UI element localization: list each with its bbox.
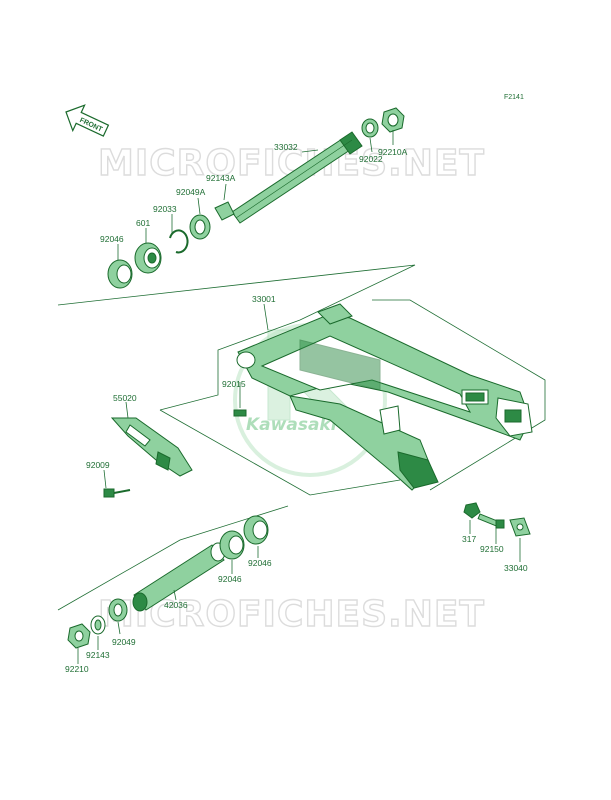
part-label-92033[interactable]: 92033 <box>153 204 177 214</box>
part-label-92143A[interactable]: 92143A <box>206 173 236 183</box>
part-label-92015[interactable]: 92015 <box>222 379 246 389</box>
nut-92210A <box>381 107 405 133</box>
needle-bearing-lower-a <box>219 530 245 560</box>
part-label-92143[interactable]: 92143 <box>86 650 110 660</box>
part-label-601[interactable]: 601 <box>136 218 150 228</box>
part-label-92009[interactable]: 92009 <box>86 460 110 470</box>
pivot-shaft-assembly <box>107 107 405 289</box>
part-label-33001[interactable]: 33001 <box>252 294 276 304</box>
part-label-92210A[interactable]: 92210A <box>378 147 408 157</box>
part-label-92049A[interactable]: 92049A <box>176 187 206 197</box>
part-label-42036[interactable]: 42036 <box>164 600 188 610</box>
circlip-92033 <box>169 229 189 254</box>
seal-92049A <box>189 214 211 240</box>
part-label-92046-top[interactable]: 92046 <box>100 234 124 244</box>
bearing-601 <box>134 242 162 274</box>
pivot-shaft <box>231 131 363 224</box>
part-label-92049[interactable]: 92049 <box>112 637 136 647</box>
washer-92022 <box>361 118 379 138</box>
collar-92143A <box>214 201 235 221</box>
collar-92143 <box>90 615 106 635</box>
swingarm <box>57 264 546 496</box>
seal-92049 <box>108 598 128 622</box>
sleeve-assembly <box>57 505 289 649</box>
part-label-92022[interactable]: 92022 <box>359 154 383 164</box>
part-label-317[interactable]: 317 <box>462 534 476 544</box>
needle-bearing-lower-b <box>243 515 269 545</box>
part-label-55020[interactable]: 55020 <box>113 393 137 403</box>
diagram-code: F2141 <box>504 94 524 101</box>
part-label-92046-right[interactable]: 92046 <box>248 558 272 568</box>
leader-lines <box>77 130 521 664</box>
part-labels: 33032 92022 92210A 92143A 92049A 92033 6… <box>65 142 528 674</box>
part-label-92046-lower[interactable]: 92046 <box>218 574 242 584</box>
part-label-92210[interactable]: 92210 <box>65 664 89 674</box>
part-label-33040[interactable]: 33040 <box>504 563 528 573</box>
part-label-92150[interactable]: 92150 <box>480 544 504 554</box>
nut-92210 <box>67 623 91 649</box>
chain-adjuster-parts <box>463 502 531 537</box>
part-label-33032[interactable]: 33032 <box>274 142 298 152</box>
chain-slider <box>103 417 193 498</box>
needle-bearing-92046 <box>107 259 133 289</box>
logo-text: Kawasaki <box>246 415 338 435</box>
front-arrow-icon: FRONT <box>65 104 110 137</box>
